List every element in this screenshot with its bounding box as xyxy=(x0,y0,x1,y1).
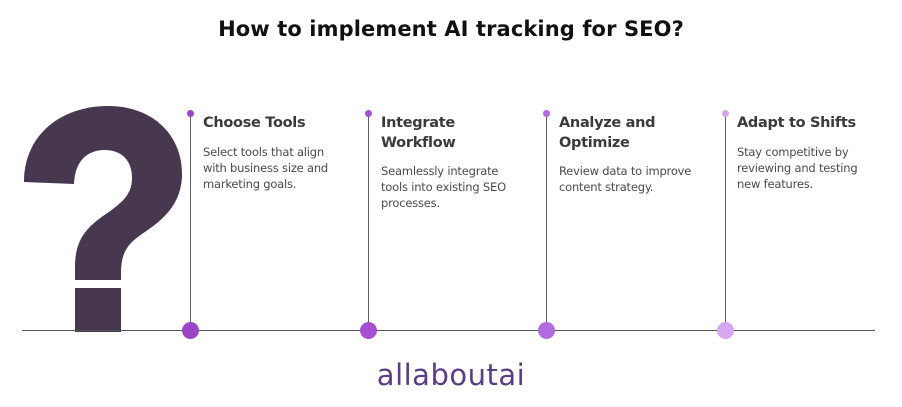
step-title-line: Adapt to Shifts xyxy=(737,115,856,131)
step-description-line: with business size and xyxy=(203,161,329,175)
step-connector xyxy=(368,113,369,331)
timeline-baseline xyxy=(22,330,875,331)
question-mark-icon xyxy=(24,106,182,332)
step-connector xyxy=(725,113,726,331)
brand-logo: allaboutai xyxy=(376,358,526,392)
step-description-line: new features. xyxy=(737,177,813,191)
page-title: How to implement AI tracking for SEO? xyxy=(218,17,684,41)
step-title-line: Choose Tools xyxy=(203,115,306,131)
step-description-line: processes. xyxy=(381,196,440,210)
step-node xyxy=(717,322,734,339)
step-top-marker xyxy=(543,110,550,117)
step-title: Choose Tools xyxy=(203,113,306,133)
step-title-line: Optimize xyxy=(559,135,630,151)
step-top-marker xyxy=(722,110,729,117)
step-description-line: tools into existing SEO xyxy=(381,180,506,194)
step-title-line: Workflow xyxy=(381,135,456,151)
step-description: Review data to improve content strategy. xyxy=(559,163,691,195)
step-title: Adapt to Shifts xyxy=(737,113,856,133)
step-title-line: Analyze and xyxy=(559,115,656,131)
step-description-line: Stay competitive by xyxy=(737,145,849,159)
step-description-line: content strategy. xyxy=(559,180,654,194)
step-title: Integrate Workflow xyxy=(381,113,456,153)
step-top-marker xyxy=(187,110,194,117)
step-description-line: reviewing and testing xyxy=(737,161,858,175)
step-description: Seamlessly integrate tools into existing… xyxy=(381,163,506,211)
step-top-marker xyxy=(365,110,372,117)
step-description-line: Seamlessly integrate xyxy=(381,164,499,178)
step-title-line: Integrate xyxy=(381,115,455,131)
step-node xyxy=(182,322,199,339)
step-connector xyxy=(546,113,547,331)
step-description: Stay competitive by reviewing and testin… xyxy=(737,144,858,192)
step-connector xyxy=(190,113,191,331)
step-description: Select tools that align with business si… xyxy=(203,144,328,192)
step-node xyxy=(360,322,377,339)
step-title: Analyze and Optimize xyxy=(559,113,656,153)
step-description-line: Review data to improve xyxy=(559,164,692,178)
step-description-line: marketing goals. xyxy=(203,177,297,191)
step-node xyxy=(538,322,555,339)
step-description-line: Select tools that align xyxy=(203,145,324,159)
